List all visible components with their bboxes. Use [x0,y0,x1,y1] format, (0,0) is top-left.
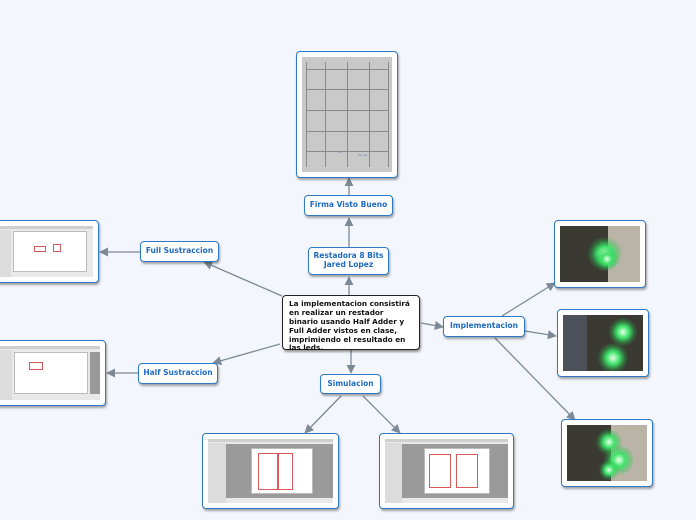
sim-screenshot-1-image [208,439,333,503]
connector-central-half [212,343,281,366]
node-half-sustraccion[interactable]: Half Sustraccion [138,363,218,384]
connector-central-impl [420,321,444,331]
connector-impl-3 [494,337,576,421]
node-firma-label: Firma Visto Bueno [309,200,388,210]
led-photo-3-image [567,425,647,481]
connector-sim-2 [362,395,401,434]
image-impl-photo-3[interactable] [561,419,653,487]
connector-central-full [203,261,283,297]
full-screenshot-image [0,226,93,277]
image-impl-photo-2[interactable] [557,309,649,377]
image-impl-photo-1[interactable] [554,220,646,288]
node-restadora[interactable]: Restadora 8 Bits Jared Lopez [308,247,389,275]
led-photo-2-image [563,315,643,371]
sim-screenshot-2-image [385,439,508,503]
image-firma-photo[interactable]: ~ ~~ [296,51,398,178]
node-simulacion[interactable]: Simulacion [320,374,381,394]
node-simulacion-label: Simulacion [327,378,374,388]
node-full-sustraccion[interactable]: Full Sustraccion [140,241,219,262]
connector-impl-1 [501,282,556,317]
connector-sim-1 [304,395,342,434]
image-sim-screenshot-1[interactable] [202,433,339,509]
image-half-screenshot[interactable] [0,340,106,406]
node-full-label: Full Sustraccion [145,246,214,256]
central-topic[interactable]: La implementacion consistirá en realizar… [282,295,420,353]
signed-sheet-image: ~ ~~ [302,57,392,172]
led-photo-1-image [560,226,640,282]
node-half-label: Half Sustraccion [143,368,213,378]
half-screenshot-image [0,346,100,400]
node-implementacion[interactable]: Implementacion [443,316,525,337]
central-topic-text: La implementacion consistirá en realizar… [289,299,410,353]
image-full-screenshot[interactable] [0,220,99,283]
node-firma-visto-bueno[interactable]: Firma Visto Bueno [304,195,393,216]
node-implementacion-label: Implementacion [449,321,519,331]
node-restadora-label: Restadora 8 Bits Jared Lopez [313,251,384,269]
image-sim-screenshot-2[interactable] [379,433,514,509]
connector-impl-2 [524,330,557,340]
